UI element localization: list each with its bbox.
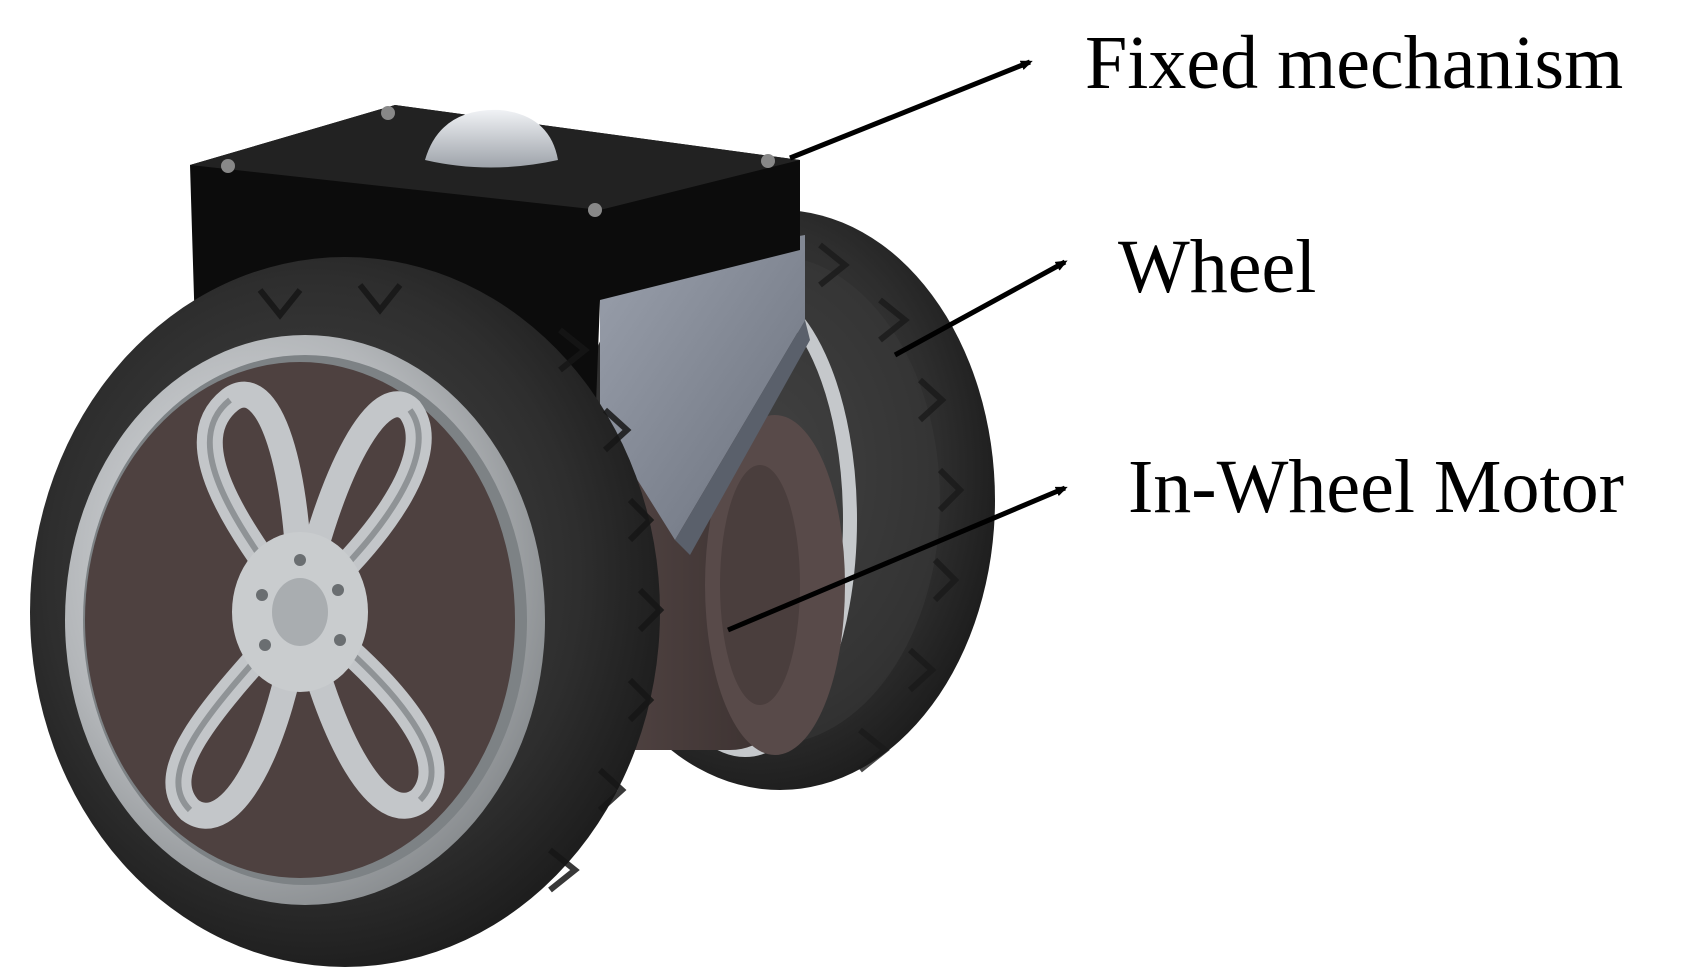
label-wheel: Wheel	[1118, 225, 1316, 309]
label-fixed-mechanism: Fixed mechanism	[1085, 21, 1623, 105]
label-in-wheel-motor: In-Wheel Motor	[1128, 445, 1624, 529]
arrow-in-wheel-motor	[727, 485, 1068, 633]
front-wheel	[30, 257, 665, 967]
leader-arrows	[727, 59, 1068, 633]
arrow-fixed-mechanism	[789, 59, 1033, 161]
arrow-wheel	[893, 259, 1068, 358]
